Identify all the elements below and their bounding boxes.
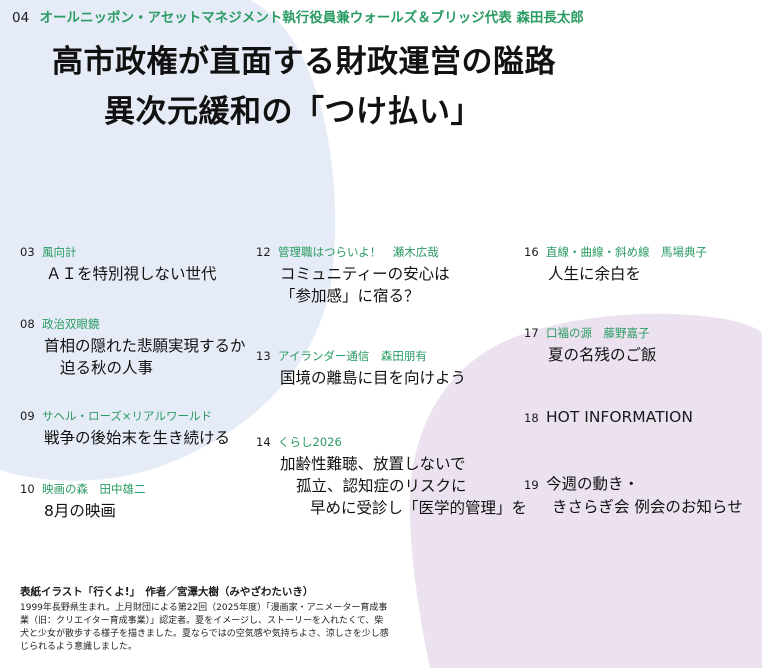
category-label: アイランダー通信 森田朋有 [278,349,427,363]
toc-item[interactable]: 12 管理職はつらいよ！ 瀬木広哉 コミュニティーの安心は 「参加感」に宿る？ [256,244,450,307]
page-number: 09 [20,409,35,423]
article-title: きさらぎ会 例会のお知らせ [552,498,743,516]
toc-item[interactable]: 03 風向計 ＡＩを特別視しない世代 [20,244,217,285]
page-number: 18 [524,411,539,425]
toc-item[interactable]: 14 くらし2026 加齢性難聴、放置しないで 孤立、認知症のリスクに 早めに受診… [256,434,527,519]
purple-blob [409,313,762,668]
feature-number: 04 [12,10,30,26]
category-label: 口福の源 藤野嘉子 [546,326,650,340]
article-title: 夏の名残のご飯 [548,346,657,364]
article-title: 孤立、認知症のリスクに [296,477,467,495]
cover-credit-body: 1999年長野県生まれ。上月財団による第22回（2025年度）「漫画家・アニメー… [20,603,389,652]
toc-item[interactable]: 17 口福の源 藤野嘉子 夏の名残のご飯 [524,325,657,366]
article-title: 加齢性難聴、放置しないで [280,455,466,473]
page-number: 14 [256,435,271,449]
article-title: 「参加感」に宿る？ [280,287,420,305]
article-title: コミュニティーの安心は [280,265,450,283]
blue-blob [0,0,336,481]
category-label: 管理職はつらいよ！ 瀬木広哉 [278,245,439,259]
feature-byline: オールニッポン・アセットマネジメント執行役員兼ウォールズ＆ブリッジ代表 森田長太… [39,10,584,26]
page-number: 08 [20,317,35,331]
cover-credit-title: 表紙イラスト「行くよ!」 作者／宮澤大樹（みやざわたいき） [20,586,314,598]
article-title: ＡＩを特別視しない世代 [46,265,217,283]
toc-item[interactable]: 08 政治双眼鏡 首相の隠れた悲願実現するか 迫る秋の人事 [20,316,246,379]
page-number: 17 [524,326,539,340]
toc-item[interactable]: 10 映画の森 田中雄二 8月の映画 [20,481,146,522]
category-label: くらし2026 [278,435,342,449]
article-title: HOT INFORMATION [546,408,693,426]
article-title: 今週の動き・ [546,475,640,493]
cover-credit: 表紙イラスト「行くよ!」 作者／宮澤大樹（みやざわたいき） 1999年長野県生ま… [20,584,390,654]
toc-item[interactable]: 19 今週の動き・ きさらぎ会 例会のお知らせ [524,473,743,518]
article-title: 戦争の後始末を生き続ける [44,429,231,447]
page-number: 12 [256,245,271,259]
toc-item[interactable]: 09 サヘル・ローズ×リアルワールド 戦争の後始末を生き続ける [20,408,230,449]
article-title: 8月の映画 [44,502,116,520]
category-label: 政治双眼鏡 [42,317,100,331]
article-title: 早めに受診し「医学的管理」を [310,499,528,517]
article-title: 国境の離島に目を向けよう [280,369,467,387]
toc-item-hot-information[interactable]: 18 HOT INFORMATION [524,408,693,426]
category-label: 風向計 [42,245,77,259]
feature-title-line1[interactable]: 高市政権が直面する財政運営の隘路 [52,44,556,80]
feature-header: 04 オールニッポン・アセットマネジメント執行役員兼ウォールズ＆ブリッジ代表 森… [12,6,584,26]
category-label: 直線・曲線・斜め線 馬場典子 [546,245,707,259]
category-label: サヘル・ローズ×リアルワールド [42,409,212,423]
category-label: 映画の森 田中雄二 [42,482,146,496]
toc-item[interactable]: 13 アイランダー通信 森田朋有 国境の離島に目を向けよう [256,348,466,389]
article-title: 人生に余白を [548,265,642,283]
page-number: 19 [524,478,539,492]
page-number: 16 [524,245,539,259]
article-title: 迫る秋の人事 [60,359,154,377]
page-number: 03 [20,245,35,259]
toc-item[interactable]: 16 直線・曲線・斜め線 馬場典子 人生に余白を [524,244,707,285]
article-title: 首相の隠れた悲願実現するか [44,337,246,355]
page-number: 13 [256,349,271,363]
feature-title-line2[interactable]: 異次元緩和の「つけ払い」 [104,94,482,130]
page-number: 10 [20,482,35,496]
